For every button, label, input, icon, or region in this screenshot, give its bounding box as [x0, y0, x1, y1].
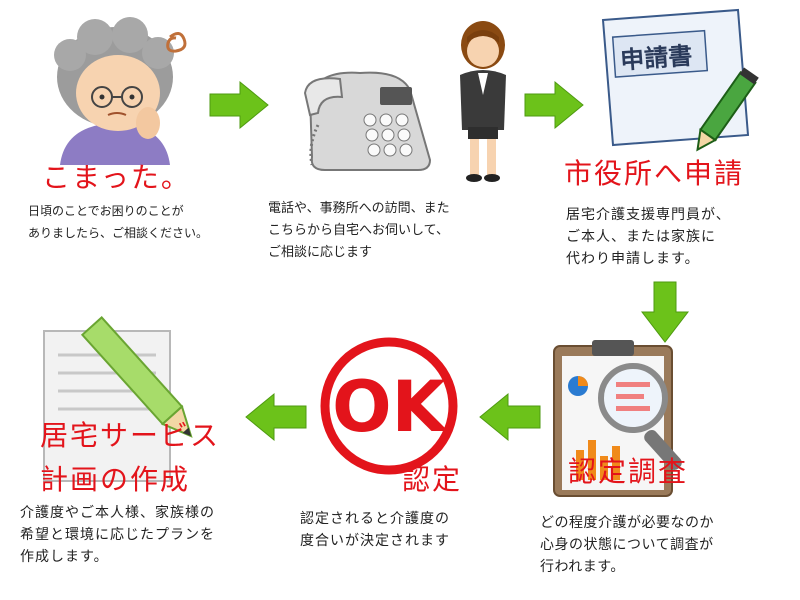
step4-title: 認定調査 [568, 455, 689, 488]
ok-label: OK [332, 366, 449, 448]
step6-title-line2: 計画の作成 [40, 463, 191, 496]
step3-description: 居宅介護支援専門員が、 ご本人、または家族に 代わり申請します。 [566, 207, 731, 267]
telephone-icon [303, 71, 432, 171]
step1-description: 日頃のことでお困りのことが ありましたら、ご相談ください。 [28, 204, 209, 240]
arrow-down-icon [640, 281, 690, 343]
step5-title: 認定 [402, 463, 463, 496]
elderly-woman-icon [54, 17, 187, 165]
form-label: 申請書 [619, 42, 693, 75]
ok-stamp-icon: OK [320, 337, 458, 475]
step1-title: こまった。 [42, 161, 191, 194]
step4-description: どの程度介護が必要なのか 心身の状態について調査が 行われます。 [540, 515, 714, 575]
application-form-icon: 申請書 [601, 8, 759, 152]
arrow-left-icon [479, 392, 541, 442]
bowing-staff-icon [460, 21, 506, 182]
arrow-right-icon [209, 80, 269, 130]
arrow-right-icon [524, 80, 584, 130]
step6-description: 介護度やご本人様、家族様の 希望と環境に応じたプランを 作成します。 [20, 505, 215, 565]
clipboard-magnifier-icon [553, 340, 682, 497]
step3-title: 市役所へ申請 [564, 157, 745, 190]
step5-description: 認定されると介護度の 度合いが決定されます [300, 511, 450, 549]
document-pencil-icon [43, 315, 193, 482]
step2-description: 電話や、事務所への訪問、また こちらから自宅へお伺いして、 ご相談に応じます [268, 201, 450, 260]
arrow-left-icon [245, 392, 307, 442]
step6-title-line1: 居宅サービス [40, 419, 221, 452]
